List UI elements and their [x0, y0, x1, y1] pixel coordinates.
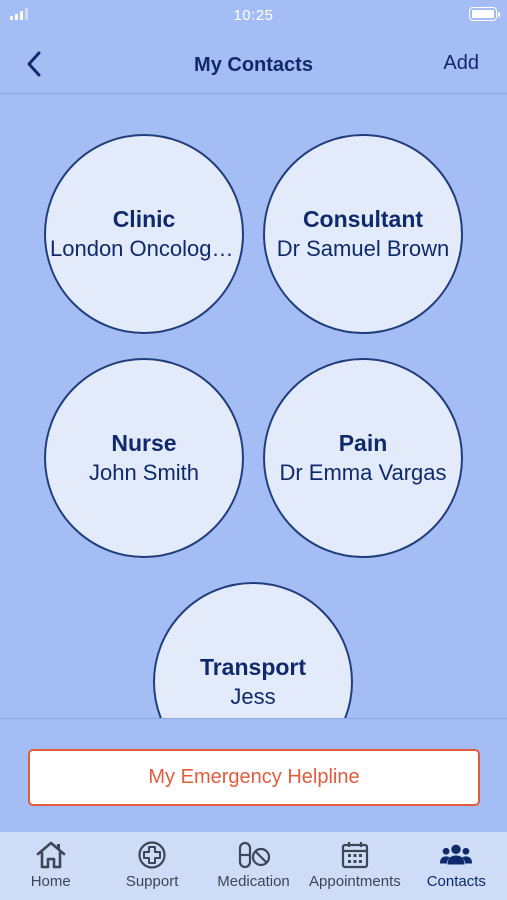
contact-card-pain[interactable]: Pain Dr Emma Vargas: [263, 358, 463, 558]
status-bar: 10:25: [0, 0, 507, 30]
contact-name: London Oncology Clinic: [50, 236, 238, 261]
tab-label: Appointments: [309, 873, 401, 890]
tab-label: Medication: [217, 873, 290, 890]
contact-card-transport[interactable]: Transport Jess: [153, 582, 353, 718]
people-icon: [439, 840, 473, 870]
chevron-left-icon: [27, 51, 41, 77]
contact-role: Clinic: [112, 206, 176, 232]
contact-name: Dr Emma Vargas: [279, 460, 447, 485]
tab-label: Home: [30, 873, 71, 890]
emergency-section: My Emergency Helpline: [0, 718, 507, 832]
signal-icon: [10, 8, 28, 20]
contact-role: Pain: [338, 430, 388, 456]
status-time: 10:25: [233, 6, 274, 24]
contact-role: Consultant: [302, 206, 424, 232]
battery-icon: [469, 7, 500, 21]
contact-role: Transport: [199, 654, 307, 680]
tab-home[interactable]: Home: [0, 832, 101, 900]
calendar-icon: [338, 840, 372, 870]
contact-card-clinic[interactable]: Clinic London Oncology Clinic: [44, 134, 244, 334]
tab-medication[interactable]: Medication: [203, 832, 304, 900]
contact-name: Dr Samuel Brown: [276, 236, 450, 261]
tab-label: Support: [125, 873, 179, 890]
nav-bar: My Contacts Add: [0, 30, 507, 94]
tab-support[interactable]: Support: [101, 832, 202, 900]
pills-icon: [237, 840, 271, 870]
tab-label: Contacts: [426, 873, 486, 890]
contact-name: Jess: [230, 684, 276, 709]
page-title: My Contacts: [194, 54, 313, 76]
emergency-helpline-button[interactable]: My Emergency Helpline: [28, 749, 480, 806]
contact-role: Nurse: [111, 430, 177, 456]
contacts-grid: Clinic London Oncology Clinic Consultant…: [0, 95, 507, 718]
contact-card-nurse[interactable]: Nurse John Smith: [44, 358, 244, 558]
tab-contacts[interactable]: Contacts: [406, 832, 507, 900]
plus-circle-icon: [135, 840, 169, 870]
contact-card-consultant[interactable]: Consultant Dr Samuel Brown: [263, 134, 463, 334]
tab-appointments[interactable]: Appointments: [304, 832, 405, 900]
home-icon: [34, 840, 68, 870]
contact-name: John Smith: [88, 460, 200, 485]
back-button[interactable]: [20, 50, 48, 78]
tab-bar: Home Support Medication: [0, 832, 507, 900]
add-contact-button[interactable]: Add: [443, 52, 479, 74]
